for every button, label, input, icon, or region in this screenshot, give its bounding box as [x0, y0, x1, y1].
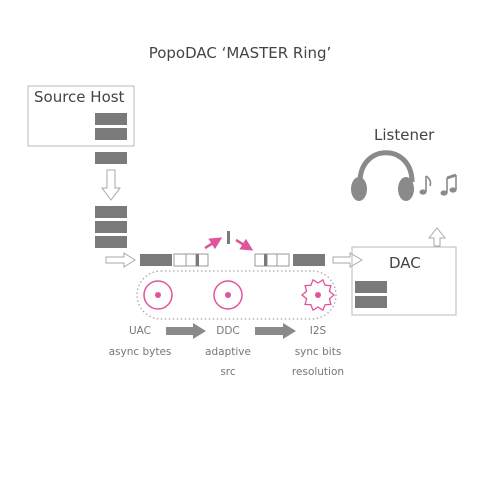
ring-block-i2s — [293, 254, 325, 266]
dac-input-arrow-icon — [332, 252, 363, 268]
stage-ddc-line-2: adaptive — [205, 346, 251, 358]
host-output-block — [95, 152, 127, 164]
ring-slot-marker-right — [264, 254, 267, 266]
stage-i2s-line-2: sync bits — [294, 346, 342, 358]
stage-uac-line-1: UAC — [128, 325, 151, 337]
source-host-box — [27, 85, 135, 147]
host-buffer-block-2 — [95, 128, 127, 140]
master-ring — [136, 270, 337, 320]
right-arrow-icon — [105, 252, 136, 268]
host-buffer-block-1 — [95, 113, 127, 125]
ring-block-ddc-out — [254, 253, 290, 267]
beamed-notes-icon — [440, 173, 457, 196]
dac-label: DAC — [389, 254, 421, 272]
dac-buffer-block-2 — [355, 296, 387, 308]
stage-arrow-2-icon — [255, 323, 296, 339]
stage-ddc-line-3: src — [220, 366, 236, 378]
buffer-stack-block-1 — [95, 206, 127, 218]
stage-i2s-line-3: resolution — [291, 366, 345, 378]
ring-slot-marker-left — [196, 254, 199, 266]
stage-i2s-line-1: I2S — [309, 325, 327, 337]
dac-box — [351, 246, 457, 316]
ring-block-uac — [140, 254, 172, 266]
stage-uac-line-2: async bytes — [108, 346, 172, 358]
source-host-label: Source Host — [34, 88, 125, 106]
i2s-gear-icon — [300, 278, 336, 312]
stage-ddc-line-1: DDC — [216, 325, 240, 337]
headphones-icon — [351, 150, 415, 201]
listener-label: Listener — [374, 126, 435, 144]
uac-wheel-icon — [143, 280, 173, 310]
ring-block-ddc-in — [173, 253, 209, 267]
buffer-stack-block-3 — [95, 236, 127, 248]
diagram-title: PopoDAC ‘MASTER Ring’ — [148, 44, 332, 62]
dac-buffer-block-1 — [355, 281, 387, 293]
stage-arrow-1-icon — [166, 323, 206, 339]
music-note-icon — [419, 175, 432, 195]
up-arrow-icon — [427, 227, 447, 247]
pink-arrow-up — [204, 237, 223, 250]
down-arrow-icon — [101, 169, 121, 201]
pink-arrow-down — [235, 238, 254, 251]
ddc-wheel-icon — [213, 280, 243, 310]
extracted-slot — [227, 231, 230, 244]
buffer-stack-block-2 — [95, 221, 127, 233]
